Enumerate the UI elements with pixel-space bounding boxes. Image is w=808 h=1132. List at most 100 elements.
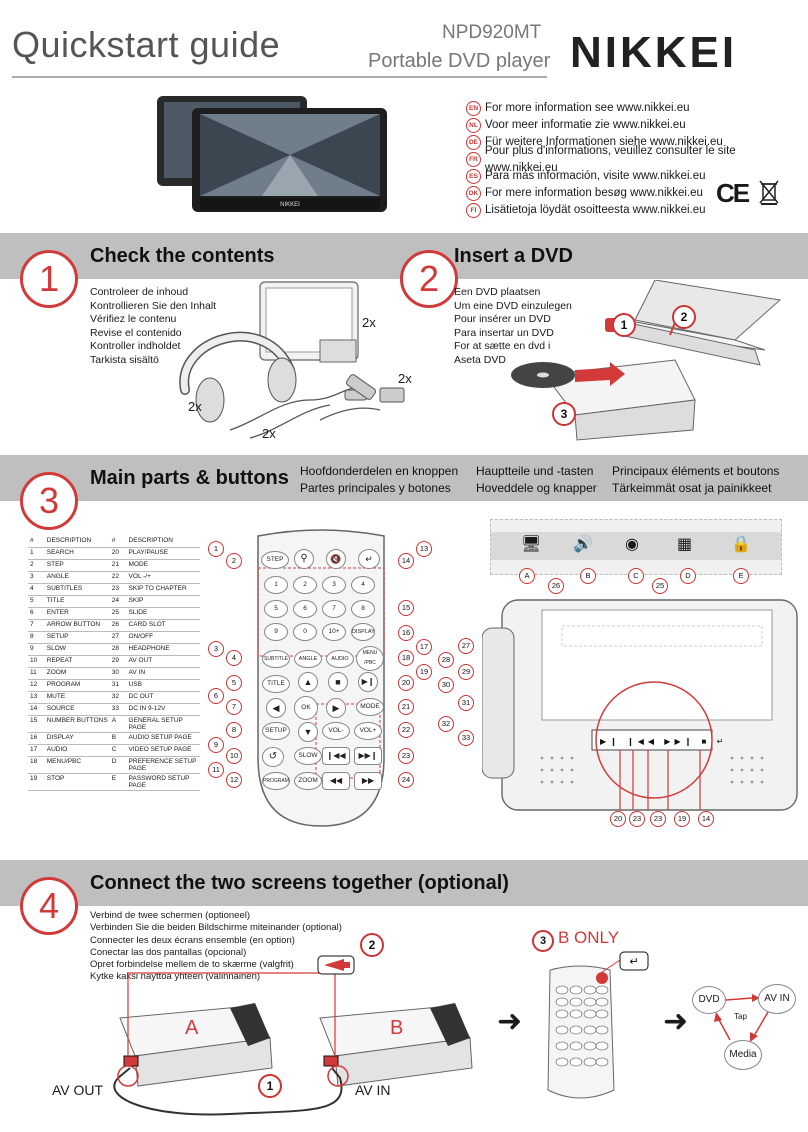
table-cell: 12 [28, 679, 45, 692]
table-cell: DISPLAY [44, 732, 110, 745]
device-front-illustration [482, 599, 798, 811]
table-cell: MODE [126, 559, 200, 572]
arrow-down-icon[interactable]: ▼ [298, 722, 318, 742]
play-pause-icon[interactable]: ▶❙ [358, 672, 378, 692]
vol-minus-button[interactable]: VOL- [322, 722, 350, 740]
setup-button[interactable]: SETUP [262, 722, 290, 740]
remote-callout: 12 [226, 772, 242, 788]
display-button[interactable]: DISPLAY [351, 623, 375, 642]
col-header: # [28, 536, 45, 548]
step-button[interactable]: STEP [261, 551, 289, 569]
number-button[interactable]: 5 [264, 599, 288, 618]
table-cell: DC IN 9-12V [126, 703, 200, 716]
ok-button[interactable]: OK [294, 696, 318, 720]
angle-button[interactable]: ANGLE [294, 650, 322, 668]
table-cell: 9 [28, 643, 45, 656]
number-button[interactable]: 8 [351, 599, 375, 618]
source-icon[interactable]: ↵ [358, 549, 380, 569]
table-cell: 24 [109, 595, 127, 608]
count-headphones: 2x [188, 399, 202, 414]
parts-lang: Hoofdonderdelen en knoppen [300, 464, 459, 478]
skip-chapter-back-icon[interactable]: ❙◀◀ [322, 747, 350, 765]
video-setup-icon[interactable]: ◉ [625, 536, 639, 553]
flow-arrows [714, 994, 769, 1042]
zoom-button[interactable]: ZOOM [294, 772, 322, 790]
col-header: # [109, 536, 127, 548]
number-button[interactable]: 10+ [322, 623, 346, 642]
flow-dvd: DVD [692, 986, 726, 1014]
number-button[interactable]: 7 [322, 599, 346, 618]
arrow-right-icon: ➜ [497, 1005, 523, 1038]
device-callout: 19 [674, 811, 690, 827]
section-title-contents: Check the contents [90, 245, 275, 267]
table-cell: 21 [109, 559, 127, 572]
number-button[interactable]: 2 [293, 576, 317, 594]
subtitle-button[interactable]: SUBTITLE [262, 650, 290, 668]
number-button[interactable]: 0 [293, 623, 317, 642]
translation-line: Controleer de inhoud [90, 286, 189, 298]
remote-callout: 1 [208, 541, 224, 557]
connect-step-2: 2 [360, 933, 384, 957]
table-cell: AV OUT [126, 655, 200, 668]
table-cell: AV IN [126, 667, 200, 680]
ce-mark: CE [716, 178, 750, 208]
translation-line: Een DVD plaatsen [454, 286, 541, 298]
brand-logo: NIKKEI [570, 28, 738, 77]
number-button[interactable]: 3 [322, 576, 346, 594]
device-callout: 30 [438, 677, 454, 693]
device-callout: 29 [458, 664, 474, 680]
password-setup-icon[interactable]: 🔒 [731, 536, 751, 553]
repeat-icon[interactable]: ↺ [262, 747, 284, 767]
audio-button[interactable]: AUDIO [326, 650, 354, 668]
info-text: Pour plus d'informations, veuillez consu… [484, 144, 736, 174]
arrow-right-icon[interactable]: ▶ [326, 698, 346, 718]
remote-callout: 16 [398, 625, 414, 641]
arrow-up-icon[interactable]: ▲ [298, 672, 318, 692]
table-cell: 25 [109, 607, 127, 620]
mode-button[interactable]: MODE [356, 698, 384, 716]
stop-icon[interactable]: ■ [328, 672, 348, 692]
device-callout: 32 [438, 716, 454, 732]
title-button[interactable]: TITLE [262, 675, 290, 693]
search-icon[interactable]: ⚲ [294, 549, 314, 569]
fast-forward-icon[interactable]: ▶▶ [354, 772, 382, 790]
audio-setup-icon[interactable]: 🔊 [573, 536, 593, 553]
slow-button[interactable]: SLOW [294, 747, 322, 765]
translation-line: Kytke kaksi näyttöä yhteen (valinnainen) [90, 971, 261, 983]
rewind-icon[interactable]: ◀◀ [322, 772, 350, 790]
number-button[interactable]: 1 [264, 576, 288, 594]
insert-dvd-illustration [511, 280, 782, 441]
setup-page-callout: D [680, 568, 696, 584]
preference-setup-icon[interactable]: ▦ [677, 536, 693, 553]
program-button[interactable]: PROGRAM [262, 772, 290, 790]
mute-icon[interactable]: 🔇 [326, 549, 346, 569]
section-band-3 [0, 455, 808, 501]
vol-plus-button[interactable]: VOL+ [354, 722, 382, 740]
table-cell: 29 [109, 655, 127, 668]
number-button[interactable]: 6 [293, 599, 317, 618]
table-cell: NUMBER BUTTONS [44, 715, 110, 733]
number-button[interactable]: 9 [264, 623, 288, 642]
menu-pbc-button[interactable]: MENU /PBC [356, 646, 384, 671]
arrow-left-icon[interactable]: ◀ [266, 698, 286, 718]
table-cell: ENTER [44, 607, 110, 620]
remote-callout: 10 [226, 748, 242, 764]
lang-badge: FR [466, 152, 481, 167]
info-text: For mere information besøg www.nikkei.eu [485, 187, 703, 199]
general-setup-icon[interactable]: 🖥 [521, 536, 542, 553]
table-cell: 14 [28, 703, 45, 716]
number-button[interactable]: 4 [351, 576, 375, 594]
table-cell: 26 [109, 619, 127, 632]
contents-translations: Controleer de inhoud Kontrollieren Sie d… [90, 286, 216, 367]
skip-chapter-forward-icon[interactable]: ▶▶❙ [354, 747, 382, 765]
